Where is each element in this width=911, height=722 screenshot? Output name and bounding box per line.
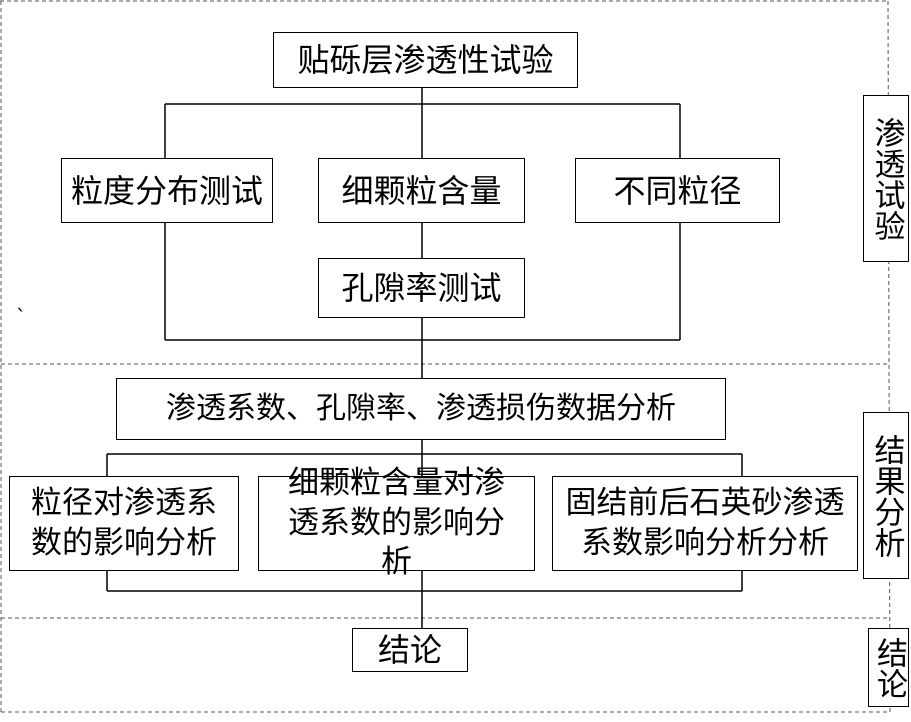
- different-grain-size-box: 不同粒径: [575, 158, 780, 223]
- section-label-result-analysis: 结果分析: [863, 412, 909, 579]
- section-label-conclusion: 结论: [868, 628, 909, 707]
- section-frames: [0, 0, 891, 713]
- fine-particle-content-box: 细颗粒含量: [318, 158, 525, 223]
- grain-size-effect-box: 粒径对渗透系数的影响分析: [9, 476, 239, 571]
- top-box: 贴砾层渗透性试验: [273, 32, 578, 88]
- grain-size-distribution-box: 粒度分布测试: [61, 158, 273, 223]
- porosity-test-box: 孔隙率测试: [318, 258, 525, 318]
- conclusion-box: 结论: [352, 628, 468, 672]
- stray-mark: `: [16, 305, 26, 329]
- section-label-seepage-test: 渗透试验: [863, 95, 909, 262]
- solid-connectors: [106, 87, 743, 628]
- fine-content-effect-box: 细颗粒含量对渗透系数的影响分析: [258, 465, 535, 580]
- data-analysis-box: 渗透系数、孔隙率、渗透损伤数据分析: [116, 378, 726, 440]
- quartz-sand-effect-box: 固结前后石英砂渗透系数影响分析分析: [552, 476, 858, 571]
